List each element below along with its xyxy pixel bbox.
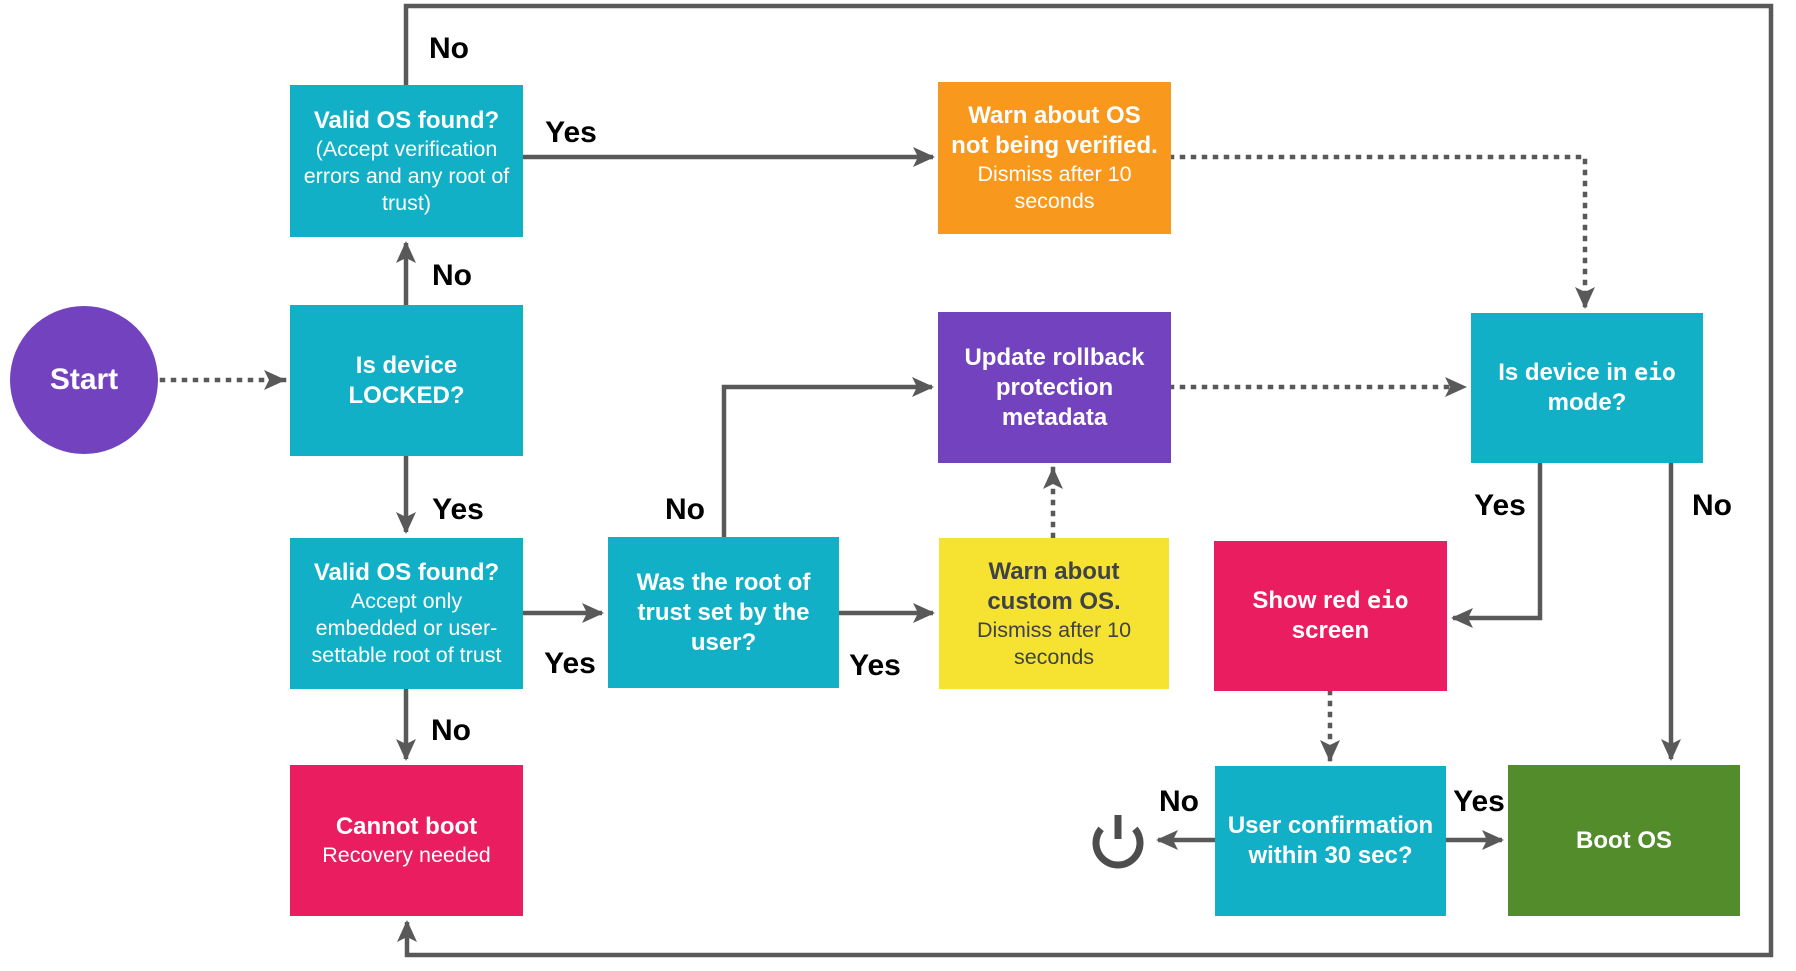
edge-label-root-no: No [665, 493, 705, 526]
edge-label-top-no: No [429, 32, 469, 65]
node-update-rollback-metadata: Update rollback protection metadata [938, 312, 1171, 463]
node-subtitle: Accept only embedded or user-settable ro… [311, 589, 502, 667]
edge-label-confirm-no: No [1159, 785, 1199, 818]
node-title: Is device in eio mode? [1498, 359, 1676, 416]
edge-label-root-yes: Yes [849, 649, 901, 682]
node-title: Valid OS found? [313, 559, 500, 586]
node-valid-os-any-root: Valid OS found? (Accept verification err… [290, 85, 523, 237]
edge-label-locked-yes: Yes [432, 493, 484, 526]
node-warn-os-not-verified: Warn about OS not being verified. Dismis… [938, 82, 1171, 234]
node-subtitle: Dismiss after 10 seconds [976, 617, 1132, 669]
node-subtitle: (Accept verification errors and any root… [303, 136, 510, 215]
node-title: Is device LOCKED? [348, 351, 465, 409]
edge-label-valid-user-no: No [431, 714, 471, 747]
node-subtitle: Recovery needed [322, 843, 491, 867]
node-warn-custom-os: Warn about custom OS. Dismiss after 10 s… [939, 538, 1169, 689]
edge-label-eio-no: No [1692, 489, 1732, 522]
edge-label-valid-any-yes: Yes [545, 116, 597, 149]
node-title: Update rollback protection metadata [964, 343, 1145, 431]
edge-label-eio-yes: Yes [1474, 489, 1526, 522]
node-title: Cannot boot [335, 813, 478, 840]
node-boot-os: Boot OS [1508, 765, 1740, 916]
edge-warn-unverified-to-eio [1168, 154, 1595, 310]
node-show-red-eio-screen: Show red eio screen [1214, 541, 1447, 691]
power-icon [1092, 815, 1144, 869]
node-title: Show red eio screen [1252, 587, 1409, 644]
node-subtitle: Dismiss after 10 seconds [977, 162, 1132, 213]
eio-mono-text: eio [1367, 588, 1409, 614]
edge-label-valid-user-yes: Yes [544, 647, 596, 680]
eio-mono-text: eio [1634, 360, 1676, 386]
node-title: Warn about OS not being verified. [951, 102, 1158, 159]
node-title: Valid OS found? [313, 106, 500, 134]
node-start: Start [10, 306, 158, 454]
node-title: User confirmation within 30 sec? [1227, 812, 1434, 869]
node-is-device-eio-mode: Is device in eio mode? [1471, 313, 1703, 463]
edge-label-confirm-yes: Yes [1453, 785, 1505, 818]
edge-eio-yes-to-show-red [1451, 463, 1543, 628]
node-title: Was the root of trust set by the user? [636, 568, 811, 656]
node-cannot-boot: Cannot boot Recovery needed [290, 765, 523, 916]
node-user-confirmation: User confirmation within 30 sec? [1215, 766, 1446, 916]
node-valid-os-user-root: Valid OS found? Accept only embedded or … [290, 538, 523, 689]
start-label: Start [49, 363, 119, 396]
node-was-root-of-trust-user: Was the root of trust set by the user? [608, 537, 839, 688]
edge-label-locked-no: No [432, 259, 472, 292]
edge-was-root-no-to-update-rollback [721, 377, 934, 537]
node-title: Warn about custom OS. [987, 557, 1121, 615]
edge-no-loop-to-cannot-boot [397, 3, 1774, 958]
node-is-device-locked: Is device LOCKED? [290, 305, 523, 456]
node-title: Boot OS [1576, 826, 1672, 854]
